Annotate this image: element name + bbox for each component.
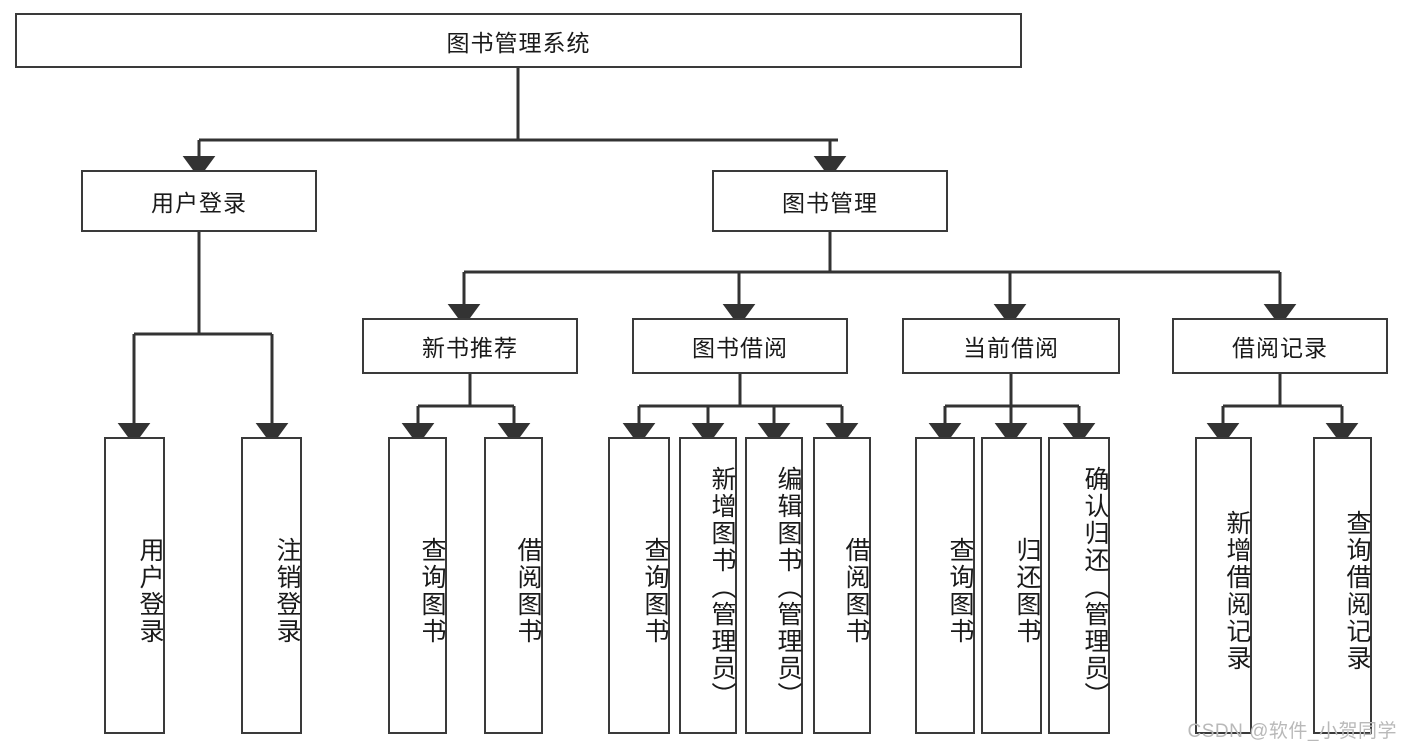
- node-leaf-query-books-current[interactable]: 查询图书: [915, 437, 975, 734]
- node-leaf-confirm-return-admin[interactable]: 确认归还（管理员）: [1048, 437, 1110, 734]
- node-leaf-query-books-borrow[interactable]: 查询图书: [608, 437, 670, 734]
- node-root-label: 图书管理系统: [446, 29, 591, 56]
- node-book-borrow[interactable]: 图书借阅: [632, 318, 848, 374]
- node-current-borrow[interactable]: 当前借阅: [902, 318, 1120, 374]
- node-leaf-query-books-borrow-label: 查询图书: [641, 536, 669, 645]
- node-leaf-logout-label: 注销登录: [273, 536, 301, 645]
- node-leaf-add-borrow-record[interactable]: 新增借阅记录: [1195, 437, 1252, 734]
- node-leaf-add-book-admin-label: 新增图书（管理员）: [708, 466, 736, 709]
- node-leaf-return-books-label: 归还图书: [1013, 536, 1041, 645]
- node-borrow-record[interactable]: 借阅记录: [1172, 318, 1388, 374]
- node-leaf-borrow-books-recommend-label: 借阅图书: [514, 536, 542, 645]
- node-leaf-borrow-books-label: 借阅图书: [842, 536, 870, 645]
- node-book-management[interactable]: 图书管理: [712, 170, 948, 232]
- node-root[interactable]: 图书管理系统: [15, 13, 1022, 68]
- node-leaf-edit-book-admin[interactable]: 编辑图书（管理员）: [745, 437, 803, 734]
- node-book-borrow-label: 图书借阅: [692, 335, 788, 361]
- node-leaf-borrow-books[interactable]: 借阅图书: [813, 437, 871, 734]
- node-book-management-label: 图书管理: [782, 190, 878, 216]
- node-leaf-confirm-return-admin-label: 确认归还（管理员）: [1081, 466, 1109, 709]
- node-leaf-borrow-books-recommend[interactable]: 借阅图书: [484, 437, 543, 734]
- node-leaf-user-login[interactable]: 用户登录: [104, 437, 165, 734]
- node-leaf-add-borrow-record-label: 新增借阅记录: [1223, 509, 1251, 672]
- node-leaf-query-books-recommend-label: 查询图书: [418, 536, 446, 645]
- node-current-borrow-label: 当前借阅: [963, 335, 1059, 361]
- watermark-text: CSDN @软件_小贺同学: [1187, 721, 1397, 742]
- node-leaf-query-books-current-label: 查询图书: [946, 536, 974, 645]
- node-leaf-edit-book-admin-label: 编辑图书（管理员）: [774, 466, 802, 709]
- node-leaf-add-book-admin[interactable]: 新增图书（管理员）: [679, 437, 737, 734]
- node-borrow-record-label: 借阅记录: [1232, 335, 1328, 361]
- node-leaf-logout[interactable]: 注销登录: [241, 437, 302, 734]
- node-new-book-recommend-label: 新书推荐: [422, 335, 518, 361]
- node-leaf-query-borrow-record-label: 查询借阅记录: [1343, 509, 1371, 672]
- node-leaf-query-borrow-record[interactable]: 查询借阅记录: [1313, 437, 1372, 734]
- node-leaf-user-login-label: 用户登录: [136, 536, 164, 645]
- node-leaf-query-books-recommend[interactable]: 查询图书: [388, 437, 447, 734]
- node-leaf-return-books[interactable]: 归还图书: [981, 437, 1042, 734]
- node-new-book-recommend[interactable]: 新书推荐: [362, 318, 578, 374]
- node-user-login-label: 用户登录: [151, 190, 247, 216]
- node-user-login[interactable]: 用户登录: [81, 170, 317, 232]
